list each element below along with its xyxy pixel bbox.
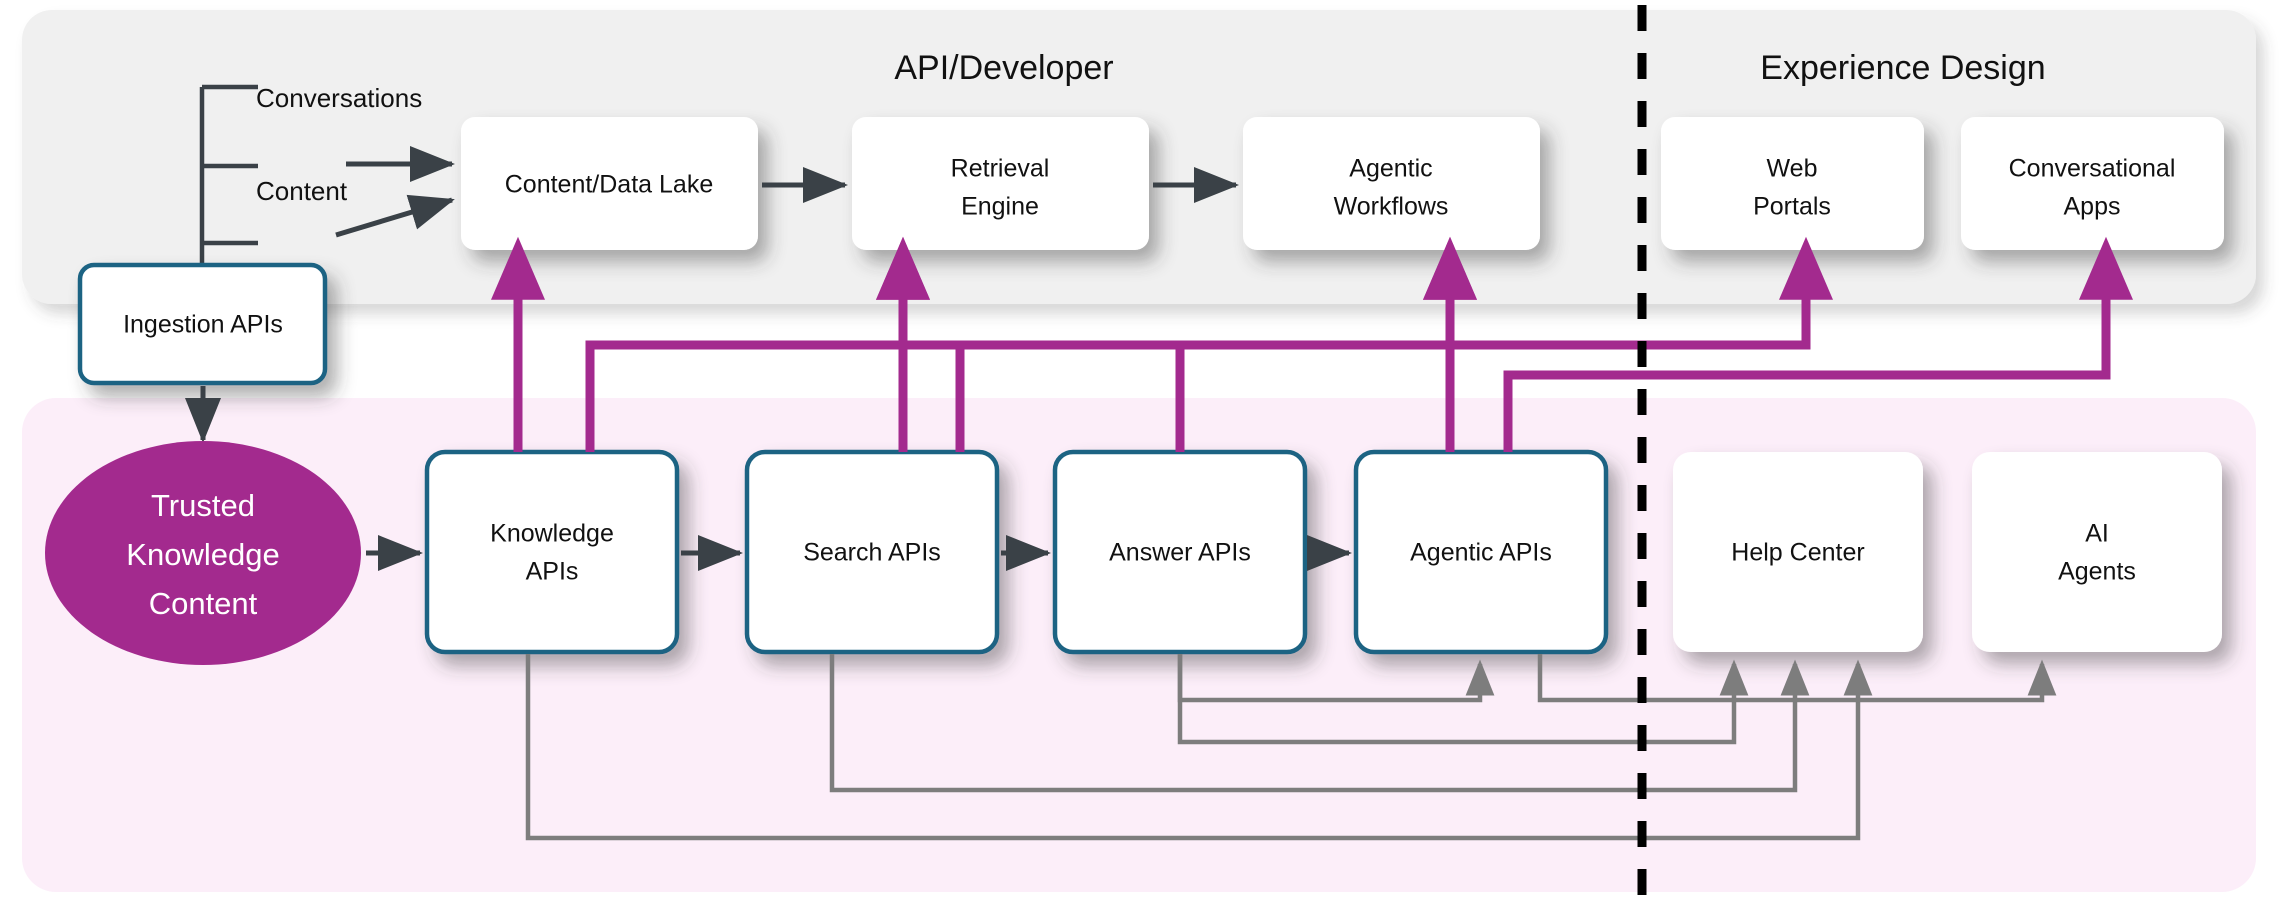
node-ingestion-apis[interactable]: Ingestion APIs bbox=[77, 262, 328, 386]
node-label-retrieval-engine-line1: Retrieval bbox=[951, 155, 1050, 183]
gray-feedback-connectors bbox=[525, 654, 2057, 841]
node-knowledge-apis[interactable]: Knowledge APIs bbox=[424, 449, 680, 655]
node-label-web-portals-line2: Portals bbox=[1753, 193, 1831, 221]
node-label-retrieval-engine-line2: Engine bbox=[961, 193, 1039, 221]
node-retrieval-engine[interactable]: Retrieval Engine bbox=[852, 117, 1149, 250]
node-agentic-apis[interactable]: Agentic APIs bbox=[1353, 449, 1609, 655]
node-label-conversational-apps-line1: Conversational bbox=[2009, 155, 2176, 183]
node-web-portals[interactable]: Web Portals bbox=[1661, 117, 1924, 250]
node-label-content-data-lake: Content/Data Lake bbox=[505, 171, 713, 199]
source-label-conversations: Conversations bbox=[256, 83, 422, 113]
node-agentic-workflows[interactable]: Agentic Workflows bbox=[1243, 117, 1540, 250]
magenta-connectors bbox=[491, 236, 2133, 452]
source-arrows bbox=[335, 146, 456, 238]
node-label-answer-apis: Answer APIs bbox=[1109, 539, 1251, 567]
node-help-center[interactable]: Help Center bbox=[1673, 452, 1923, 652]
node-trusted-knowledge-content[interactable]: Trusted Knowledge Content bbox=[45, 441, 361, 665]
node-label-agentic-workflows-line1: Agentic bbox=[1349, 155, 1432, 183]
node-content-data-lake[interactable]: Content/Data Lake bbox=[461, 117, 758, 250]
magenta-bus-to-web-portals bbox=[590, 236, 1833, 350]
node-label-conversational-apps-line2: Apps bbox=[2064, 193, 2121, 221]
node-label-search-apis: Search APIs bbox=[803, 539, 941, 567]
node-label-ai-agents-line1: AI bbox=[2085, 520, 2109, 548]
node-label-ingestion-apis: Ingestion APIs bbox=[123, 311, 283, 339]
panel-title-experience-design: Experience Design bbox=[1760, 49, 2045, 87]
node-label-trusted-line1: Trusted bbox=[151, 488, 255, 523]
source-label-content: Content bbox=[256, 176, 348, 206]
node-search-apis[interactable]: Search APIs bbox=[744, 449, 1000, 655]
gray-knowledge-to-help-center-right bbox=[525, 654, 1873, 841]
panel-title-api-developer: API/Developer bbox=[894, 49, 1113, 87]
node-label-agentic-workflows-line2: Workflows bbox=[1334, 193, 1449, 221]
node-answer-apis[interactable]: Answer APIs bbox=[1052, 449, 1308, 655]
node-label-trusted-line2: Knowledge bbox=[126, 537, 279, 572]
gray-search-to-help-center bbox=[1177, 654, 1749, 745]
node-label-trusted-line3: Content bbox=[149, 586, 258, 621]
node-ai-agents[interactable]: AI Agents bbox=[1972, 452, 2222, 652]
node-conversational-apps[interactable]: Conversational Apps bbox=[1961, 117, 2224, 250]
gray-search-to-help-center-mid bbox=[829, 654, 1810, 793]
node-label-web-portals-line1: Web bbox=[1767, 155, 1818, 183]
source-bracket bbox=[199, 84, 258, 295]
magenta-agentic-to-conversational-apps bbox=[1503, 236, 2133, 452]
node-label-agentic-apis: Agentic APIs bbox=[1410, 539, 1552, 567]
node-label-knowledge-apis-line2: APIs bbox=[526, 558, 579, 586]
node-label-knowledge-apis-line1: Knowledge bbox=[490, 520, 614, 548]
node-label-ai-agents-line2: Agents bbox=[2058, 558, 2136, 586]
node-label-help-center: Help Center bbox=[1731, 539, 1864, 567]
gray-agentic-to-ai-agents bbox=[1537, 654, 2057, 703]
